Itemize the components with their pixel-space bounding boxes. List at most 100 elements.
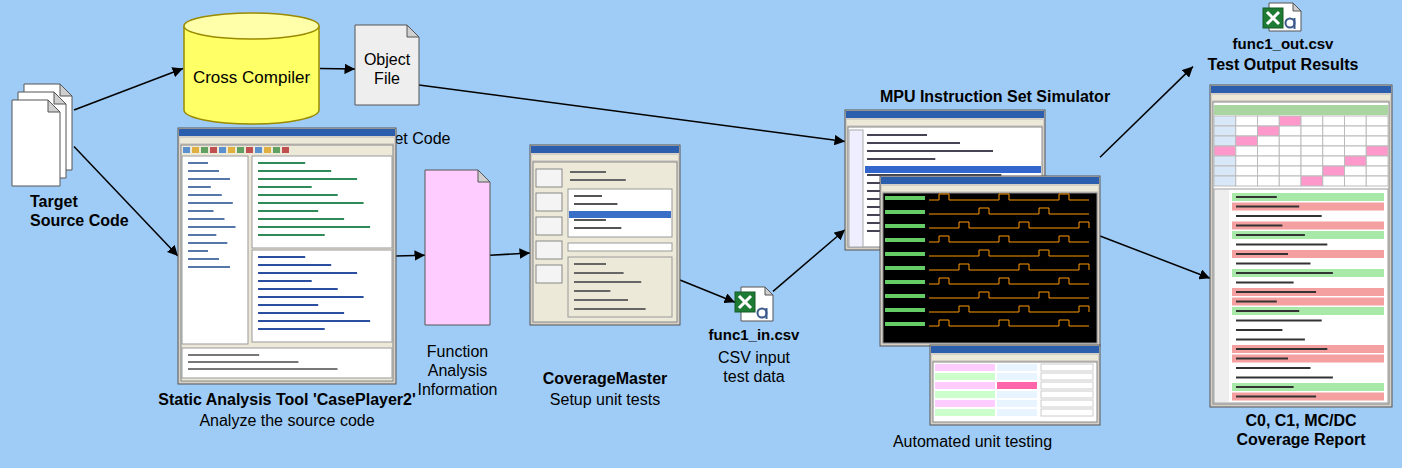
drawing-part (1236, 386, 1294, 388)
drawing-part (574, 290, 610, 292)
drawing-part (867, 134, 927, 136)
text-holder: Function Analysis Information (411, 342, 504, 400)
drawing-part (181, 145, 393, 381)
drawing-part (1232, 307, 1384, 315)
shape-label: Object File (358, 50, 416, 88)
drawing-part (258, 186, 312, 188)
drawing-part (997, 364, 1037, 371)
drawing-part (1345, 146, 1367, 156)
drawing-part (997, 391, 1037, 398)
drawing-part (882, 186, 1098, 191)
drawing-part (264, 147, 271, 153)
drawing-part (188, 361, 298, 363)
drawing-part (1236, 396, 1316, 398)
drawing-part (282, 147, 289, 153)
drawing-part (1214, 166, 1236, 176)
drawing-part (931, 346, 1099, 353)
drawing-part (1214, 126, 1236, 136)
drawing-part (1301, 116, 1323, 126)
drawing-part (532, 155, 678, 160)
drawing-part (1214, 189, 1388, 403)
flow-arrow (1100, 67, 1193, 158)
drawing-part (929, 292, 1089, 298)
text-holder: Target Source Code (30, 192, 136, 230)
caption-label: CoverageMaster (510, 369, 700, 388)
text-holder: Test Output Results (1193, 55, 1373, 74)
drawing-part (258, 312, 344, 314)
drawing-part (568, 189, 672, 237)
drawing-part (929, 236, 1089, 242)
drawing-part (1279, 136, 1301, 146)
drawing-part (929, 306, 1089, 312)
drawing-part (258, 162, 305, 164)
drawing-part (1323, 166, 1345, 176)
drawing-part (574, 203, 617, 205)
drawing-part (188, 368, 338, 370)
drawing-part (1232, 355, 1384, 363)
csv-input-icon-drawing (735, 286, 773, 322)
drawing-part (1301, 166, 1323, 176)
text-holder: func1_in.csv (699, 326, 809, 344)
drawing-part (536, 265, 562, 283)
drawing-part (1258, 156, 1280, 166)
caption-label: Analyze the source code (141, 411, 433, 430)
drawing-part (1323, 116, 1345, 126)
drawing-part (1232, 222, 1384, 230)
caption-label: func1_in.csv (699, 326, 809, 344)
drawing-part (1236, 126, 1258, 136)
drawing-part (1236, 291, 1316, 293)
drawing-part (533, 162, 677, 322)
drawing-part (885, 294, 925, 298)
drawing-part (201, 147, 208, 153)
drawing-part (1345, 136, 1367, 146)
drawing-part (1301, 176, 1323, 186)
drawing-part (1232, 383, 1384, 391)
drawing-part (1301, 136, 1323, 146)
drawing-part (935, 364, 995, 371)
drawing-part (1213, 102, 1389, 404)
drawing-part (183, 147, 190, 153)
drawing-part (885, 252, 925, 256)
drawing-part (1286, 19, 1295, 28)
text-holder: Static Analysis Tool 'CasePlayer2' (141, 390, 433, 409)
drawing-part (1236, 166, 1258, 176)
drawing-part (867, 158, 935, 160)
drawing-part (1232, 326, 1384, 334)
drawing-part (1041, 400, 1093, 407)
drawing-part (188, 202, 233, 204)
drawing-part (570, 171, 606, 173)
drawing-part (252, 156, 392, 248)
drawing-part (258, 194, 338, 196)
drawing-part (536, 241, 562, 259)
drawing-part (258, 304, 318, 306)
text-holder: Automated unit testing (845, 432, 1100, 451)
drawing-part (258, 320, 370, 322)
text-holder: C0, C1, MC/DC Coverage Report (1226, 411, 1376, 449)
caption-label: func1_out.csv (1193, 35, 1373, 53)
drawing-part (1232, 298, 1384, 306)
flow-arrow (419, 85, 845, 142)
drawing-part (188, 170, 219, 172)
compiler-cylinder: Cross Compiler (183, 12, 320, 125)
drawing-part (885, 210, 925, 214)
drawing-part (1366, 146, 1388, 156)
drawing-part (1236, 272, 1333, 274)
drawing-part (1279, 156, 1301, 166)
drawing-part (885, 322, 925, 326)
drawing-part (929, 264, 1089, 270)
drawing-part (1214, 105, 1388, 115)
drawing-part (184, 26, 319, 124)
drawing-part (929, 208, 1089, 214)
simulator-screenshot: MPU Instruction Set SimulatorAutomated u… (845, 110, 1100, 425)
analysis-screenshot-drawing (178, 128, 396, 384)
drawing-part (758, 309, 767, 318)
drawing-part (1041, 409, 1093, 416)
drawing-part (258, 264, 331, 266)
drawing-part (1236, 348, 1327, 350)
drawing-part (1366, 116, 1388, 126)
drawing-part (1236, 358, 1288, 360)
drawing-part (1211, 86, 1391, 93)
drawing-part (1301, 146, 1323, 156)
caption-label: Function Analysis Information (411, 342, 504, 400)
